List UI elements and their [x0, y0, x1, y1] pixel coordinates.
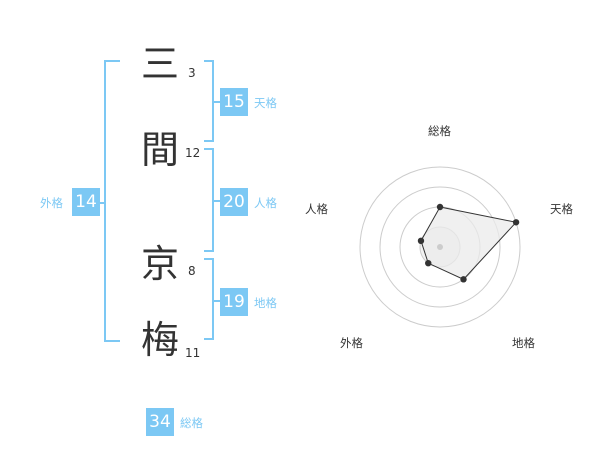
jinkaku-connector	[214, 200, 220, 202]
stroke-count-3: 8	[188, 264, 196, 278]
stroke-count-2: 12	[185, 146, 201, 160]
radar-point-4	[425, 259, 432, 267]
jinkaku-label: 人格	[254, 196, 277, 210]
name-char-1: 三	[140, 42, 179, 86]
soukaku-label: 総格	[180, 416, 203, 430]
radar-center-dot	[437, 244, 443, 250]
jinkaku-badge: 20	[220, 188, 248, 216]
name-char-2: 間	[140, 128, 179, 172]
chikaku-label: 地格	[254, 296, 277, 310]
radar-label-soukaku: 総格	[428, 124, 451, 138]
radar-ring	[379, 186, 501, 308]
radar-polygon	[420, 206, 518, 280]
name-char-4: 梅	[140, 318, 179, 362]
radar-label-gaikaku: 外格	[340, 336, 363, 350]
tenkaku-connector	[214, 101, 220, 103]
radar-point-3	[460, 276, 467, 283]
soukaku-badge: 34	[146, 408, 174, 436]
radar-label-chikaku: 地格	[512, 336, 535, 350]
name-char-3: 京	[140, 242, 179, 286]
stroke-count-1: 3	[188, 66, 196, 80]
radar-ring	[359, 166, 521, 328]
gaikaku-label: 外格	[40, 196, 63, 210]
chikaku-connector	[214, 300, 220, 302]
radar-label-tenkaku: 天格	[550, 202, 573, 216]
tenkaku-label: 天格	[254, 96, 277, 110]
chikaku-bracket	[204, 258, 214, 340]
stroke-count-4: 11	[185, 346, 201, 360]
radar-point-2	[512, 219, 520, 226]
gaikaku-bracket	[104, 60, 120, 342]
radar-point-5	[417, 237, 425, 245]
tenkaku-badge: 15	[220, 88, 248, 116]
tenkaku-bracket	[204, 60, 214, 142]
jinkaku-bracket	[204, 148, 214, 252]
chikaku-badge: 19	[220, 288, 248, 316]
radar-label-jinkaku: 人格	[305, 202, 328, 216]
radar-point-1	[436, 203, 444, 211]
gaikaku-connector	[97, 202, 105, 204]
gaikaku-badge: 14	[72, 188, 100, 216]
